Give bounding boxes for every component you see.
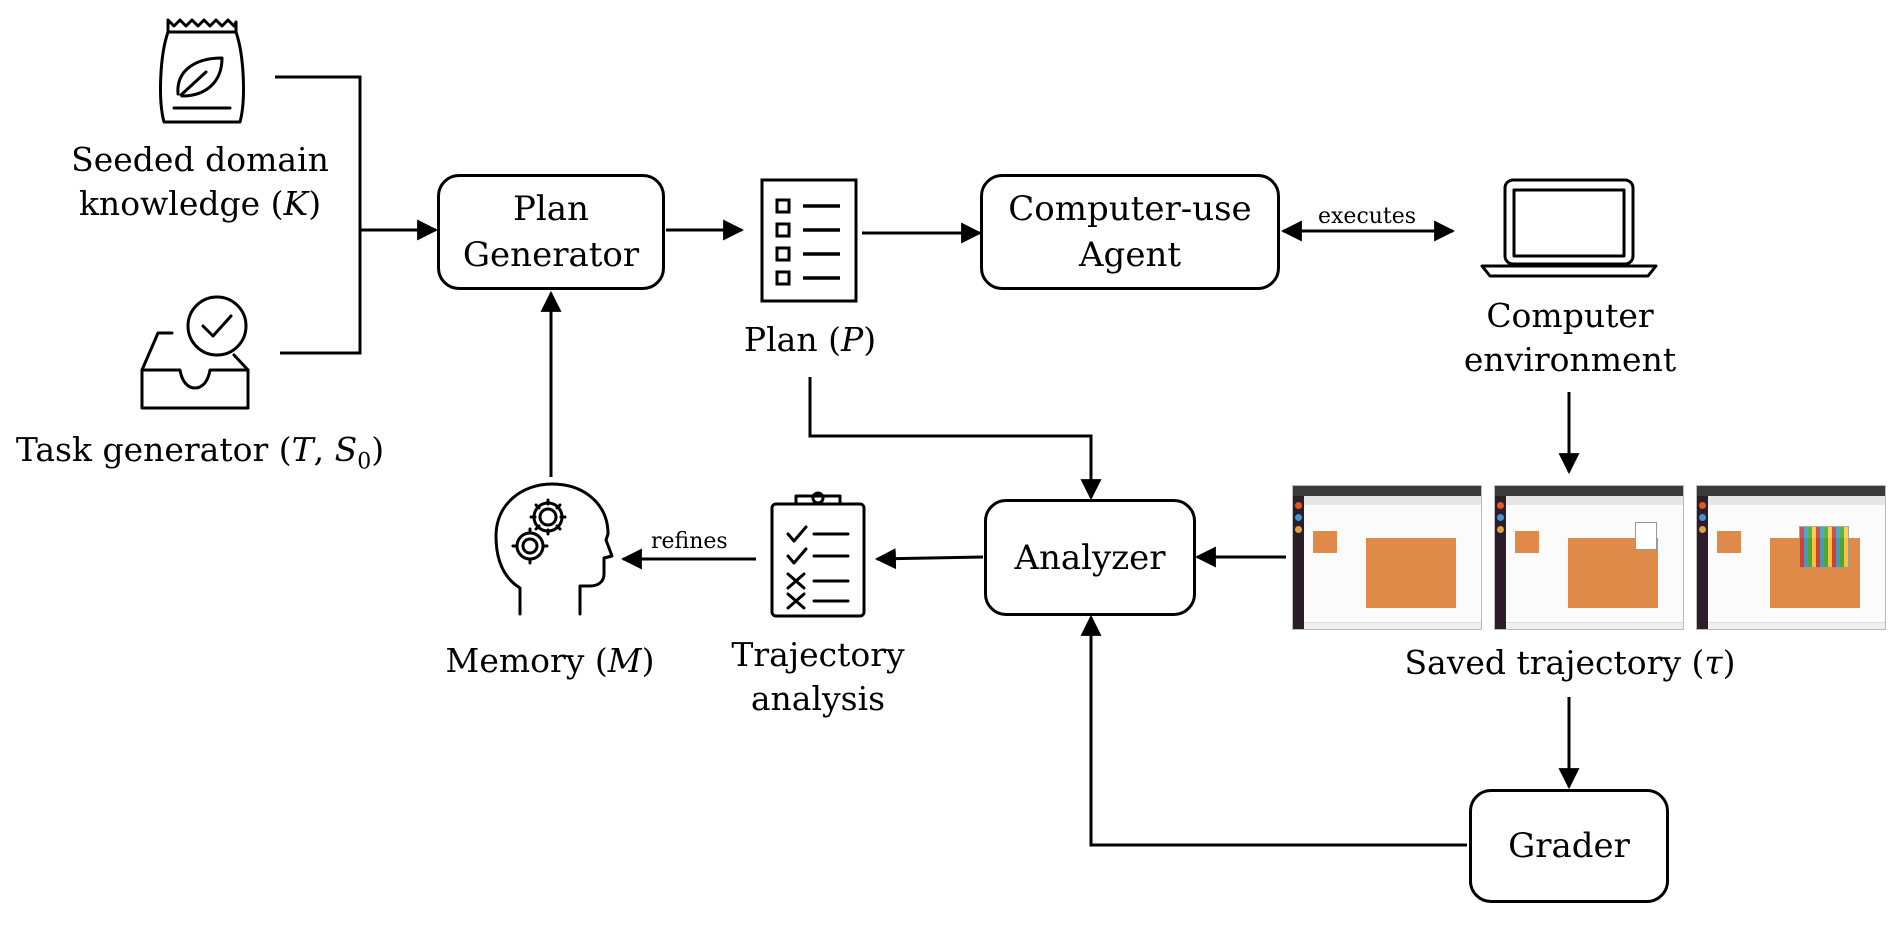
environment-line2: environment	[1463, 340, 1677, 379]
task-generator-close: )	[371, 430, 385, 469]
trajectory-screenshot-1	[1292, 485, 1482, 630]
inbox-check-icon	[140, 295, 250, 410]
seeded-knowledge-line2: knowledge (	[78, 184, 284, 223]
head-gears-icon	[494, 482, 614, 616]
analyzer-label: Analyzer	[1014, 537, 1166, 578]
arrow-grader-to-analyzer	[1080, 614, 1467, 847]
plan-close: )	[863, 320, 877, 359]
grader-box: Grader	[1469, 789, 1669, 903]
task-separator: ,	[313, 430, 335, 469]
memory-text: Memory (	[445, 641, 608, 680]
plan-generator-line1: Plan	[513, 189, 589, 229]
saved-trajectory-text: Saved trajectory (	[1404, 643, 1705, 682]
trajectory-screenshot-2	[1494, 485, 1684, 630]
seeded-knowledge-label: Seeded domain knowledge (K)	[60, 138, 340, 226]
merge-connector	[275, 75, 362, 355]
plan-generator-line2: Generator	[462, 235, 640, 275]
arrow-analyzer-to-analysis	[874, 548, 984, 570]
task-generator-text: Task generator (	[15, 430, 292, 469]
executes-edge-label: executes	[1318, 204, 1417, 229]
trajectory-screenshot-3	[1696, 485, 1886, 630]
plan-symbol: P	[840, 320, 864, 359]
agent-line2: Agent	[1079, 235, 1181, 275]
trajectory-analysis-line1: Trajectory	[731, 635, 905, 674]
plan-generator-box: Plan Generator	[437, 174, 665, 290]
seeded-knowledge-close: )	[308, 184, 322, 223]
memory-symbol: M	[607, 641, 642, 680]
seeded-knowledge-line1: Seeded domain	[71, 140, 329, 179]
trajectory-analysis-line2: analysis	[750, 679, 886, 718]
state-symbol: S	[334, 430, 358, 469]
refines-edge-label: refines	[651, 529, 728, 554]
arrow-plan-to-analyzer	[808, 377, 1102, 501]
task-generator-label: Task generator (T, S0)	[0, 428, 400, 485]
state-subscript: 0	[357, 449, 372, 475]
environment-line1: Computer	[1486, 296, 1654, 335]
grader-label: Grader	[1508, 826, 1630, 866]
plan-label: Plan (P)	[720, 318, 900, 362]
knowledge-symbol: K	[283, 184, 309, 223]
trajectory-analysis-label: Trajectory analysis	[700, 633, 936, 721]
trajectory-symbol: τ	[1704, 643, 1723, 682]
memory-close: )	[641, 641, 655, 680]
analyzer-box: Analyzer	[984, 499, 1196, 616]
plan-text: Plan (	[743, 320, 841, 359]
task-symbol: T	[291, 430, 314, 469]
laptop-icon	[1480, 178, 1658, 278]
memory-label: Memory (M)	[430, 639, 670, 683]
clipboard-checklist-icon	[770, 491, 866, 618]
seed-bag-icon	[159, 18, 245, 124]
agent-line1: Computer-use	[1008, 189, 1252, 229]
saved-trajectory-label: Saved trajectory (τ)	[1380, 641, 1760, 685]
computer-use-agent-box: Computer-use Agent	[980, 174, 1280, 290]
checklist-document-icon	[760, 178, 858, 303]
saved-trajectory-close: )	[1722, 643, 1736, 682]
computer-environment-label: Computer environment	[1440, 294, 1700, 382]
